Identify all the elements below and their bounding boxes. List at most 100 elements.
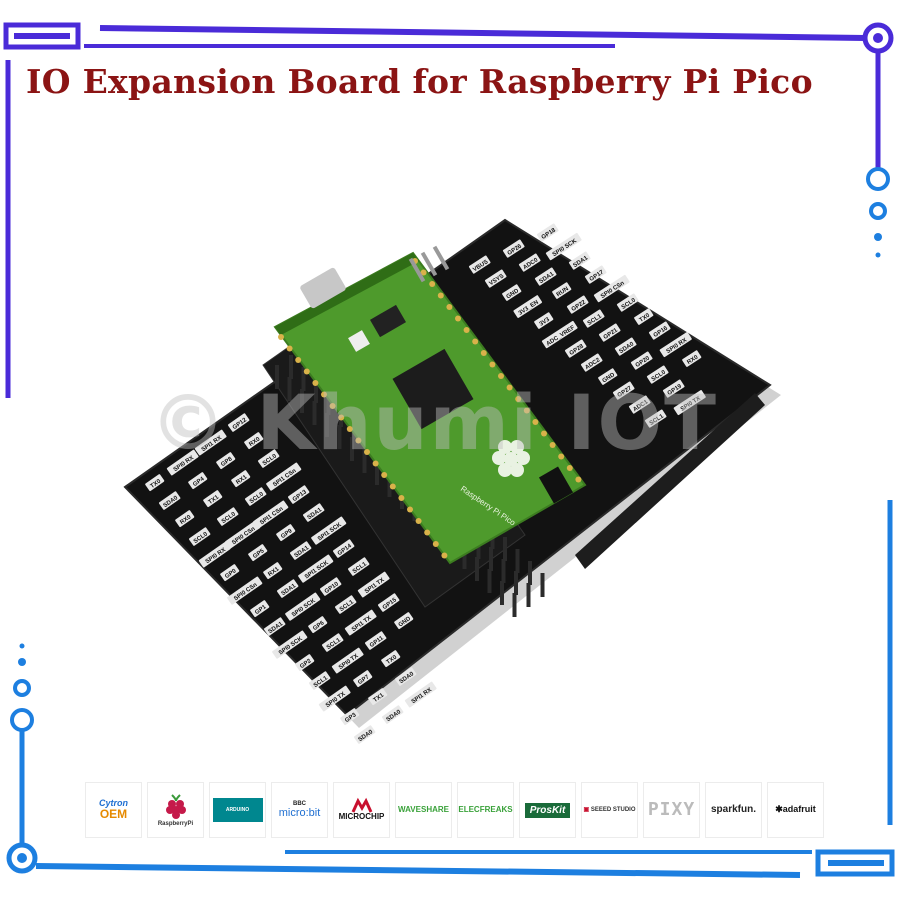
logo-subtext: OEM: [99, 807, 128, 822]
pico-pin: [381, 472, 388, 478]
bootsel-button: [348, 330, 370, 352]
logo-rpi: RaspberryPi: [147, 782, 204, 838]
pico-pin: [355, 437, 362, 444]
pico-pin: [575, 476, 582, 483]
pico-pin: [432, 541, 439, 547]
logo-sparkfun: sparkfun.: [705, 782, 762, 838]
header-pin: [501, 559, 506, 583]
seeed-icon: ▣: [583, 806, 590, 813]
frame-dot-3: [19, 643, 25, 649]
logo-adafruit: ✱adafruit: [767, 782, 824, 838]
pico-pin: [489, 361, 496, 368]
pico-pin: [549, 442, 556, 448]
logo-text: ELECFREAKS: [458, 804, 513, 814]
header-pin: [487, 569, 492, 593]
pico-pin: [523, 407, 530, 414]
microchip-icon: [351, 797, 372, 813]
raspberry-logo-icon: [492, 440, 530, 477]
frame-dot-1: [874, 233, 882, 241]
svg-text:RX1: RX1: [235, 474, 249, 486]
frame-dot-2: [875, 252, 881, 258]
header-pin: [462, 545, 467, 569]
pico-pin: [480, 350, 487, 356]
logo-text: Cytron: [99, 797, 128, 808]
pin-label-left: RX0: [244, 432, 264, 450]
frame-circle-dot: [873, 33, 883, 43]
flash-chip: [370, 304, 406, 338]
pico-pin: [286, 345, 293, 352]
logo-microbit: BBC micro:bit: [271, 782, 328, 838]
pico-pin: [420, 269, 427, 276]
svg-text:RX0: RX0: [686, 354, 700, 366]
pin-label-left: RX0: [175, 510, 195, 528]
pico-pin: [295, 357, 302, 363]
frame-bottom-right-bracket: [815, 849, 895, 877]
pin-label-left: TX1: [203, 490, 223, 508]
frame-top-line-upper: [99, 25, 866, 41]
pico-pin: [429, 281, 436, 287]
logo-text: ProsKit: [524, 802, 571, 818]
pico-module: Raspberry Pi Pico: [273, 251, 587, 565]
pico-pin: [446, 304, 453, 310]
pico-pin: [566, 465, 573, 471]
pico-pin: [321, 391, 327, 398]
frame-ring-2: [869, 202, 887, 220]
header-pin: [528, 561, 532, 585]
pin-label-right: GP18: [536, 223, 559, 242]
pico-pin: [312, 380, 319, 386]
pico-pin: [372, 460, 379, 467]
frame-circle-top-right: [862, 22, 894, 54]
svg-text:RX0: RX0: [248, 436, 262, 448]
header-pin: [350, 437, 354, 461]
logo-seeed: ▣ SEEED STUDIO: [581, 782, 638, 838]
pin-label-right: TX0: [634, 308, 654, 325]
header-pin: [301, 367, 306, 391]
svg-text:TX1: TX1: [373, 692, 386, 704]
debug-header: [538, 466, 574, 504]
header-pin: [489, 547, 493, 571]
logo-waveshare: WAVESHARE: [395, 782, 452, 838]
logo-microchip: MICROCHIP: [333, 782, 390, 838]
logo-text: ARDUINO: [225, 807, 250, 813]
svg-text:RX1: RX1: [267, 566, 281, 578]
logo-text: MICROCHIP: [338, 811, 385, 821]
frame-ring-1: [866, 167, 890, 191]
pico-pin: [407, 506, 413, 513]
frame-ring-4: [10, 708, 34, 732]
logo-text: PIXY: [647, 798, 696, 820]
pico-pin: [558, 453, 565, 460]
pico-pin: [338, 414, 345, 421]
pico-pin: [515, 396, 522, 402]
pico-pin: [389, 483, 396, 490]
header-pin: [287, 377, 292, 401]
frame-circle-bottom-left: [6, 842, 38, 874]
frame-bottom-line-lower: [35, 863, 801, 878]
header-pin: [326, 391, 331, 415]
logo-arduino: ARDUINO: [209, 782, 266, 838]
pin-label-right: RX0: [682, 350, 702, 367]
pico-pin: [424, 529, 431, 536]
pico-pin: [364, 449, 370, 455]
pico-pin: [398, 495, 405, 501]
svg-text:TX1: TX1: [208, 494, 221, 506]
logo-text: ▣ SEEED STUDIO: [583, 807, 635, 813]
pico-pin: [346, 426, 353, 432]
svg-text:TX0: TX0: [639, 312, 652, 323]
header-pin: [362, 449, 367, 473]
pin-label-left: TX0: [381, 650, 401, 668]
header-pin: [512, 593, 517, 617]
pico-gold-pins: [278, 258, 582, 559]
logo-elecfreaks: ELECFREAKS: [457, 782, 514, 838]
logo-word: adafruit: [782, 804, 816, 815]
frame-circle-dot-bl: [17, 853, 27, 863]
logo-text: BBC: [293, 800, 306, 807]
pin-label-left: RX1: [231, 470, 251, 488]
logo-text: WAVESHARE: [398, 804, 449, 814]
header-pin: [503, 537, 507, 561]
pico-pin: [303, 368, 310, 375]
pico-pin: [455, 315, 461, 322]
